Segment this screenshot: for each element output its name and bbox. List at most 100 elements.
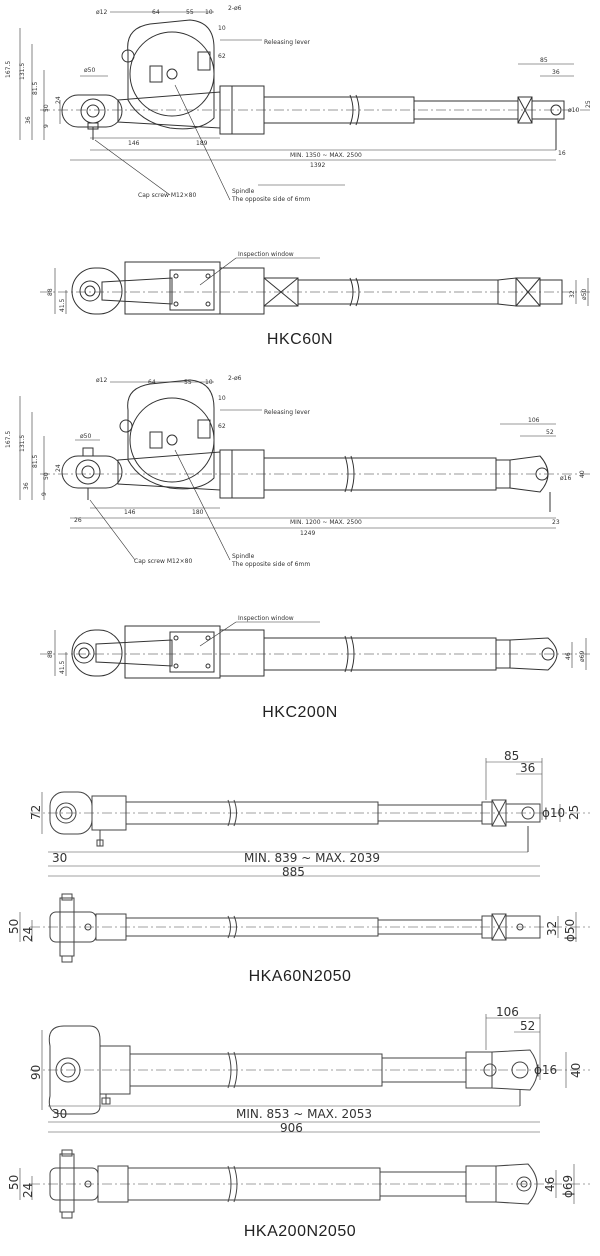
dim-885: 885 — [282, 865, 305, 879]
dim-50: 50 — [43, 472, 50, 480]
inner-tube — [413, 100, 519, 120]
hka60n2050-side-view — [19, 893, 590, 963]
dim-24: 24 — [21, 927, 35, 942]
dim-40: 40 — [579, 470, 586, 478]
dim-167-5: 167.5 — [5, 61, 12, 78]
dim-26: 26 — [74, 517, 82, 524]
inspection-window-label: Inspection window — [238, 615, 294, 622]
spindle — [166, 434, 178, 446]
inspection-window — [169, 631, 215, 673]
spindle-label: Spindle — [232, 553, 255, 560]
dim-25: 25 — [567, 805, 581, 820]
dim-62: 62 — [218, 53, 226, 60]
dim-phi69: ø69 — [579, 651, 586, 662]
dim-85: 85 — [540, 57, 548, 64]
dim-81-5: 81.5 — [32, 454, 39, 468]
dim-phi16: ϕ16 — [534, 1063, 557, 1077]
dim-52: 52 — [520, 1019, 535, 1033]
dim-phi12: ø12 — [96, 9, 107, 16]
ratchet-head-side — [71, 267, 123, 315]
dim-32: 32 — [569, 290, 576, 298]
ratchet-head — [61, 94, 123, 128]
dim-64: 64 — [152, 9, 160, 16]
hkc200n-side-view — [40, 621, 590, 679]
dim-24: 24 — [21, 1183, 35, 1198]
dim-106: 106 — [496, 1005, 519, 1019]
gear-cover — [129, 397, 215, 483]
dim-64: 64 — [148, 379, 156, 386]
dim-phi50: ø50 — [84, 67, 95, 74]
dim-range: MIN. 839 ~ MAX. 2039 — [244, 851, 380, 865]
dim-32: 32 — [545, 921, 559, 936]
dim-1392: 1392 — [310, 162, 325, 169]
dim-189: 189 — [196, 140, 208, 147]
dim-30: 30 — [52, 1107, 67, 1121]
gear-housing — [127, 19, 215, 130]
mount-hole — [121, 49, 135, 63]
hka60n2050-caption: HKA60N2050 — [248, 968, 352, 985]
releasing-lever-label: Releasing lever — [264, 39, 311, 46]
dim-2-phi6: 2-ø6 — [228, 5, 242, 12]
spindle-note: The opposite side of 6mm — [231, 561, 310, 568]
ratchet-socket — [80, 98, 106, 124]
dim-50: 50 — [7, 1175, 21, 1190]
dim-146: 146 — [128, 140, 140, 147]
dim-906: 906 — [280, 1121, 303, 1135]
spindle — [166, 68, 178, 80]
dim-phi50: ϕ50 — [563, 919, 577, 942]
dim-10b: 10 — [218, 25, 226, 32]
dim-phi12: ø12 — [96, 377, 107, 384]
gear-housing — [127, 379, 215, 490]
dim-90: 90 — [29, 1065, 43, 1080]
dim-55: 55 — [184, 379, 192, 386]
dim-106: 106 — [528, 417, 540, 424]
releasing-lever — [197, 419, 211, 439]
dim-24: 24 — [55, 464, 62, 472]
dim-52: 52 — [546, 429, 554, 436]
dim-50: 50 — [43, 104, 50, 112]
dim-30: 30 — [52, 851, 67, 865]
hkc60n-caption: HKC60N — [266, 331, 334, 348]
dim-36b: 36 — [552, 69, 560, 76]
spindle-label: Spindle — [232, 188, 255, 195]
hka200n2050-top-view — [30, 1014, 590, 1133]
dim-146: 146 — [124, 509, 136, 516]
dim-25: 25 — [585, 100, 592, 108]
dim-40: 40 — [569, 1063, 583, 1078]
dim-10: 10 — [205, 9, 213, 16]
dim-55: 55 — [186, 9, 194, 16]
dim-range: MIN. 853 ~ MAX. 2053 — [236, 1107, 372, 1121]
dim-180: 180 — [192, 509, 204, 516]
dim-phi50b: ø50 — [581, 289, 588, 300]
dim-phi50: ø50 — [80, 433, 91, 440]
dim-1249: 1249 — [300, 530, 315, 537]
dim-10: 10 — [205, 379, 213, 386]
spindle-note: The opposite side of 6mm — [231, 196, 310, 203]
dim-10b: 10 — [218, 395, 226, 402]
dim-36: 36 — [23, 482, 30, 490]
dim-167-5: 167.5 — [5, 431, 12, 448]
dim-41-5: 41.5 — [59, 660, 66, 674]
dim-36: 36 — [520, 761, 535, 775]
dim-9: 9 — [43, 124, 50, 128]
dim-24: 24 — [55, 96, 62, 104]
dim-88: 88 — [47, 650, 54, 658]
hkc200n-top-view — [19, 379, 590, 561]
cap-screw — [82, 447, 94, 457]
hkc200n-caption: HKC200N — [262, 704, 338, 721]
dim-phi69: ϕ69 — [561, 1175, 575, 1198]
dim-46: 46 — [543, 1177, 557, 1192]
cap-screw-label: Cap screw M12×80 — [138, 192, 197, 199]
dim-85: 85 — [504, 749, 519, 763]
hkc60n-top-view — [19, 11, 590, 201]
cap-screw-label: Cap screw M12×80 — [134, 558, 193, 565]
dim-72: 72 — [29, 805, 43, 820]
dim-phi10: ø10 — [568, 107, 579, 114]
dim-36: 36 — [25, 116, 32, 124]
dim-phi16: ø16 — [560, 475, 571, 482]
dim-range: MIN. 1200 ~ MAX. 2500 — [290, 519, 362, 526]
cylinder-side — [219, 267, 265, 315]
dim-23: 23 — [552, 519, 560, 526]
dim-46: 46 — [565, 652, 572, 660]
